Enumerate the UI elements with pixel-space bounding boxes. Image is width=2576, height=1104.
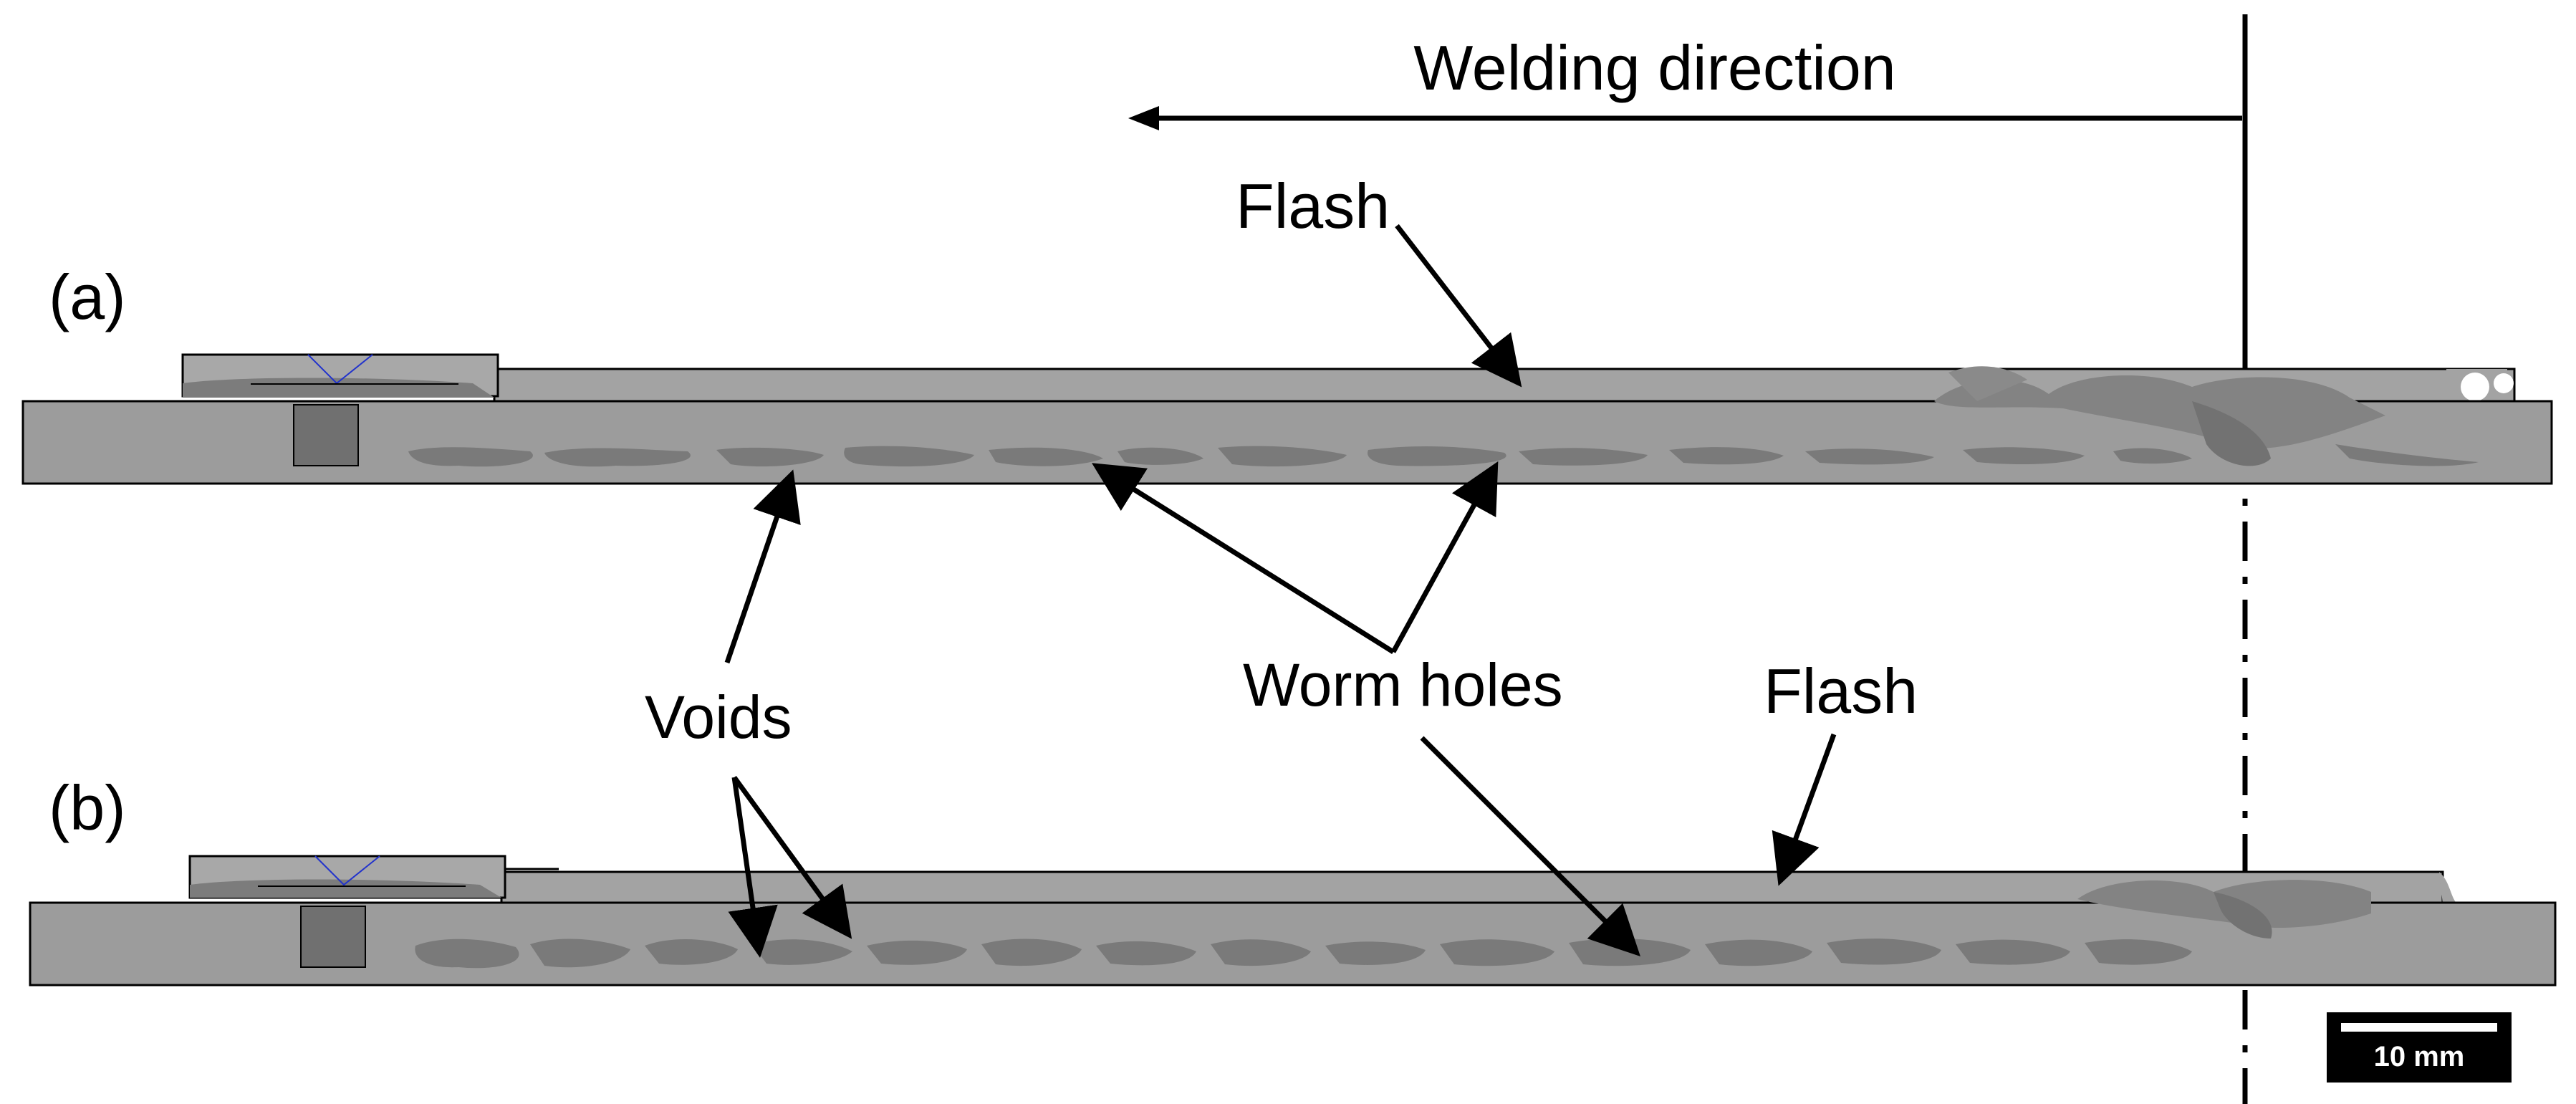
voids-arrows [724, 469, 852, 958]
flash-arrow-top [1395, 224, 1522, 388]
welding-direction-label: Welding direction [1413, 32, 1895, 103]
panel-b-label: (b) [49, 772, 126, 843]
scale-bar-label: 10 mm [2374, 1041, 2465, 1072]
weld-section-b [29, 855, 2557, 987]
weld-section-a [21, 353, 2553, 485]
welding-direction-arrow [1128, 106, 2242, 130]
worm-holes-arrows [1092, 461, 1640, 956]
voids-label: Voids [645, 683, 792, 751]
worm-holes-label: Worm holes [1243, 651, 1563, 719]
flash-label-top: Flash [1236, 171, 1390, 241]
panel-a-label: (a) [49, 261, 126, 332]
scale-bar: 10 mm [2327, 1012, 2512, 1083]
flash-arrow-bottom [1772, 733, 1837, 886]
flash-label-bottom: Flash [1764, 656, 1918, 726]
